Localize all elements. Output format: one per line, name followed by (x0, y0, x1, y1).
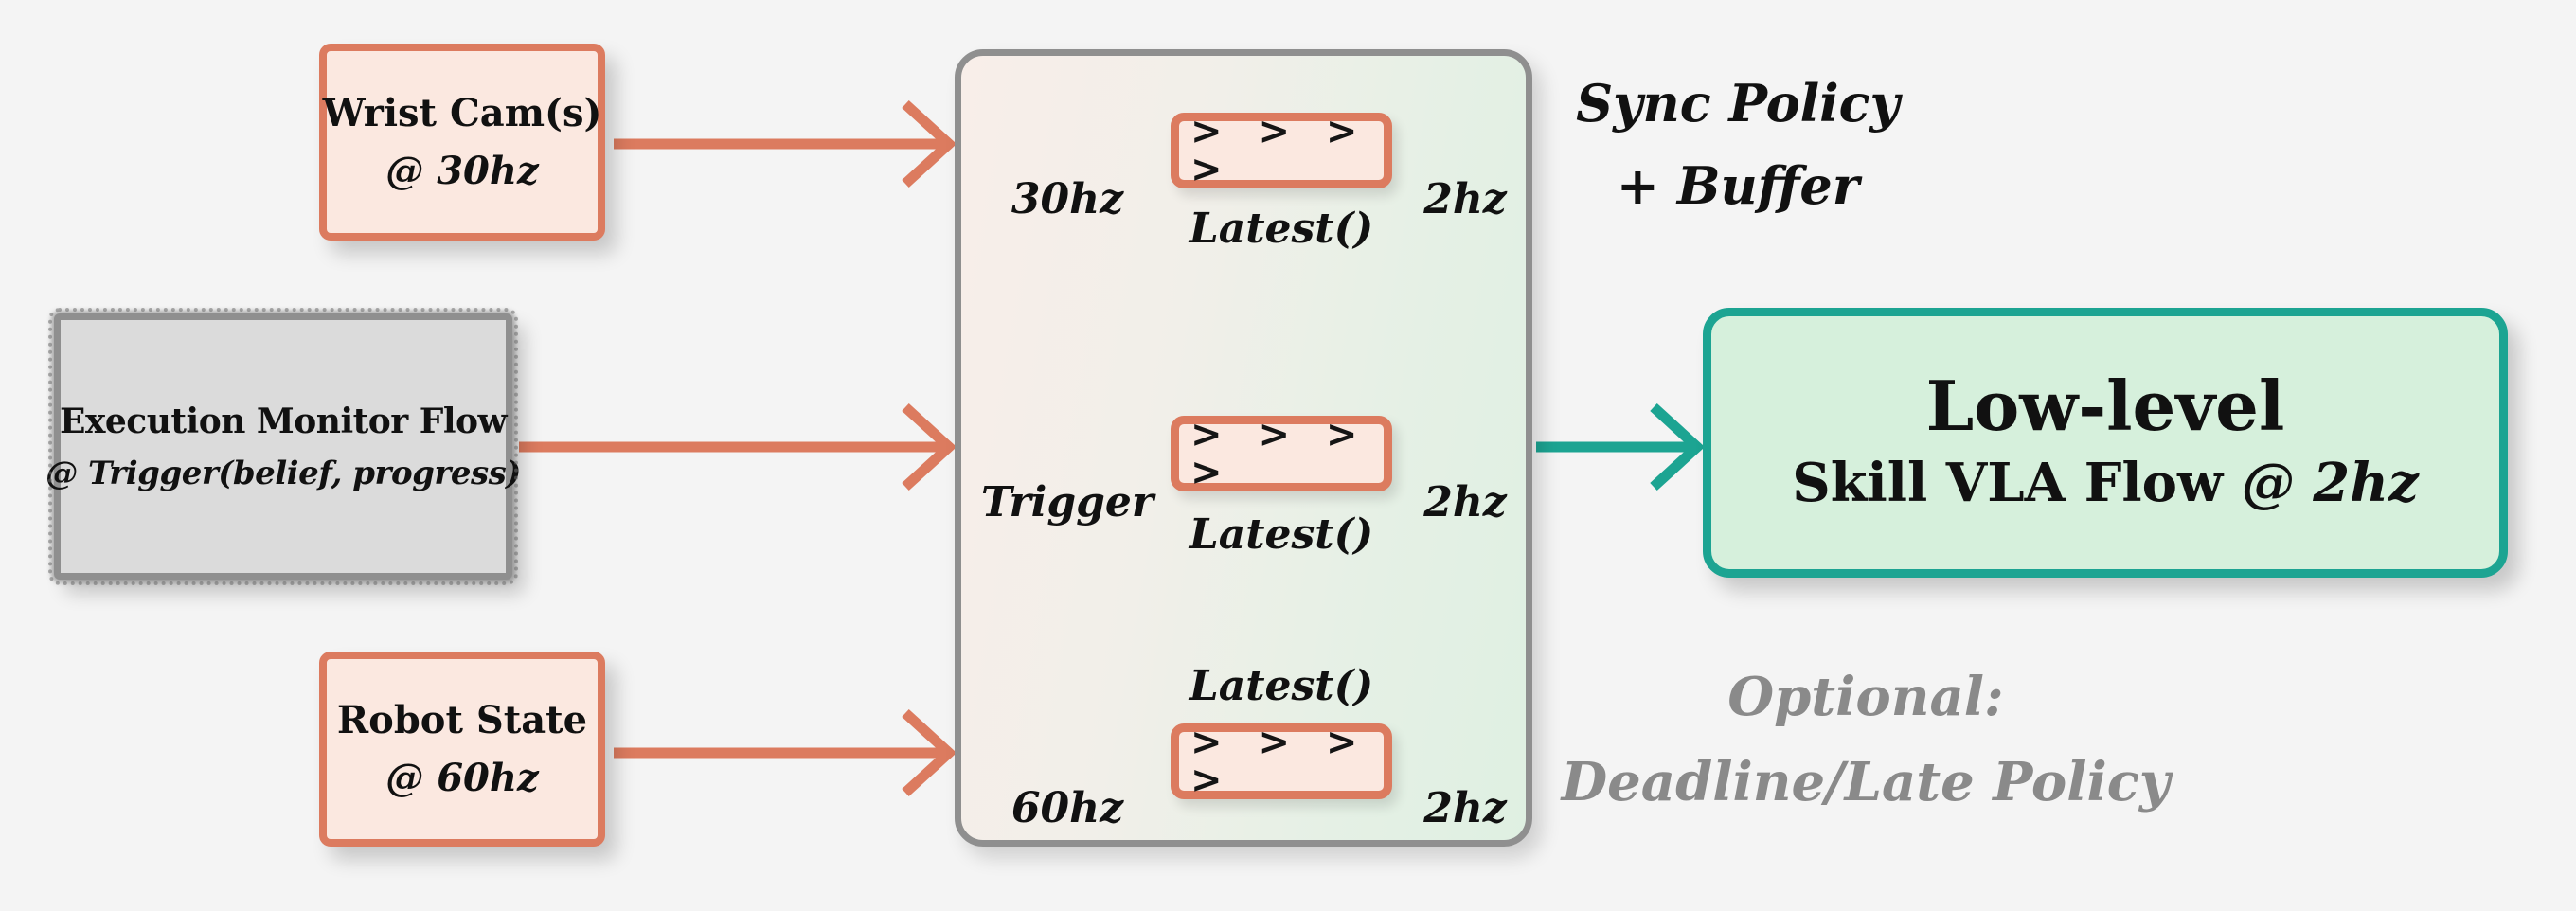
row3-input-rate: 60hz (1011, 784, 1124, 832)
low-level-subtitle: Skill VLA Flow @ 2hz (1792, 452, 2419, 514)
sync-policy-caption: Sync Policy + Buffer (1544, 63, 1932, 228)
execution-monitor-rate: @ Trigger(belief, progress) (45, 454, 521, 492)
row1-latest-fn: Latest() (1189, 205, 1374, 253)
queue-chevrons-icon: > > > > (1190, 413, 1369, 494)
optional-policy-note-line1: Optional: (1727, 666, 2004, 728)
arrow-monitor-to-sync (519, 402, 957, 491)
wrist-cam-rate: @ 30hz (385, 149, 539, 193)
execution-monitor-box: Execution Monitor Flow @ Trigger(belief,… (45, 308, 521, 585)
execution-monitor-title: Execution Monitor Flow (60, 401, 508, 441)
queue-chevrons-icon: > > > > (1190, 721, 1369, 802)
row2-latest-fn: Latest() (1189, 510, 1374, 559)
optional-policy-note-line2: Deadline/Late Policy (1561, 750, 2171, 813)
robot-state-box: Robot State @ 60hz (319, 652, 605, 847)
low-level-vla-box: Low-level Skill VLA Flow @ 2hz (1703, 308, 2508, 578)
wrist-cam-box: Wrist Cam(s) @ 30hz (319, 44, 605, 241)
low-level-title: Low-level (1925, 365, 2285, 446)
row1-output-rate: 2hz (1423, 175, 1507, 223)
row1-input-rate: 30hz (1011, 175, 1124, 223)
row2-buffer-queue: > > > > (1171, 416, 1392, 491)
low-level-subtitle-rate: @ 2hz (2241, 452, 2419, 515)
arrow-robot-to-sync (614, 708, 957, 797)
robot-state-title: Robot State (336, 698, 588, 742)
sync-policy-caption-line2: + Buffer (1616, 155, 1860, 217)
sync-policy-caption-line1: Sync Policy (1576, 73, 1900, 134)
row2-output-rate: 2hz (1423, 478, 1507, 527)
low-level-subtitle-main: Skill VLA Flow (1792, 452, 2224, 515)
arrow-sync-to-lowlevel (1536, 402, 1706, 491)
optional-policy-note: Optional: Deadline/Late Policy (1534, 655, 2197, 825)
row2-input-rate: Trigger (980, 478, 1154, 527)
row3-buffer-queue: > > > > (1171, 723, 1392, 799)
row3-latest-fn: Latest() (1189, 662, 1374, 710)
row1-buffer-queue: > > > > (1171, 113, 1392, 188)
robot-state-rate: @ 60hz (385, 756, 539, 800)
wrist-cam-title: Wrist Cam(s) (322, 91, 602, 135)
row3-output-rate: 2hz (1423, 784, 1507, 832)
sync-policy-box: 30hz > > > > 2hz Latest() Trigger > > > … (955, 49, 1532, 847)
queue-chevrons-icon: > > > > (1190, 110, 1369, 191)
arrow-wrist-to-sync (614, 99, 957, 188)
